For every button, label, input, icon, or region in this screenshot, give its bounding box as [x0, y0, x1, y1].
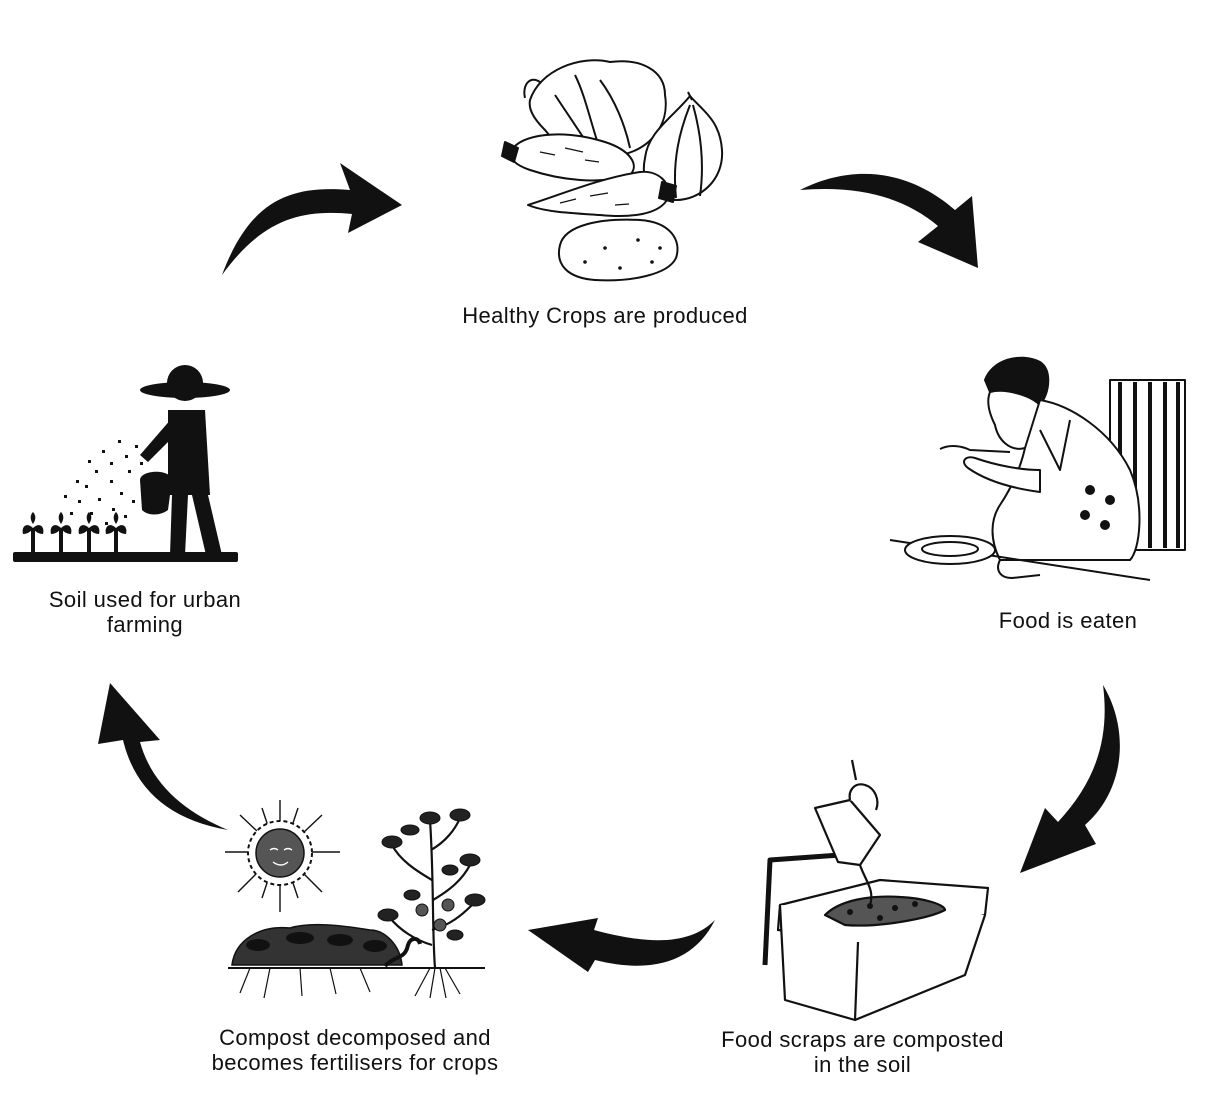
- man-eating-icon: [889, 356, 1186, 581]
- cycle-arrows: [98, 163, 1120, 972]
- label-soil-urban-farming: Soil used for urban farming: [10, 587, 280, 637]
- label-line: Healthy Crops are produced: [462, 303, 748, 328]
- label-healthy-crops: Healthy Crops are produced: [405, 303, 805, 328]
- label-line: farming: [106, 612, 184, 637]
- label-food-scraps: Food scraps are composted in the soil: [690, 1027, 1035, 1077]
- arrow-scraps-to-compost: [528, 918, 715, 972]
- sun-and-plant-icon: [225, 800, 486, 999]
- vegetables-icon: [501, 59, 724, 282]
- label-compost-decomposed: Compost decomposed and becomes fertilise…: [180, 1025, 530, 1075]
- label-line: Food is eaten: [998, 608, 1138, 633]
- label-line: Compost decomposed and: [219, 1025, 491, 1050]
- farmer-sowing-icon: [13, 365, 238, 562]
- label-line: Soil used for urban: [48, 587, 242, 612]
- label-line: in the soil: [813, 1052, 912, 1077]
- arrow-eaten-to-scraps: [1020, 685, 1120, 873]
- arrow-soil-to-crops: [222, 163, 402, 275]
- arrow-crops-to-eaten: [800, 173, 978, 268]
- compost-bin-icon: [762, 759, 990, 1022]
- label-line: becomes fertilisers for crops: [211, 1050, 499, 1075]
- label-food-eaten: Food is eaten: [968, 608, 1168, 633]
- label-line: Food scraps are composted: [721, 1027, 1004, 1052]
- arrow-compost-to-soil: [98, 683, 228, 830]
